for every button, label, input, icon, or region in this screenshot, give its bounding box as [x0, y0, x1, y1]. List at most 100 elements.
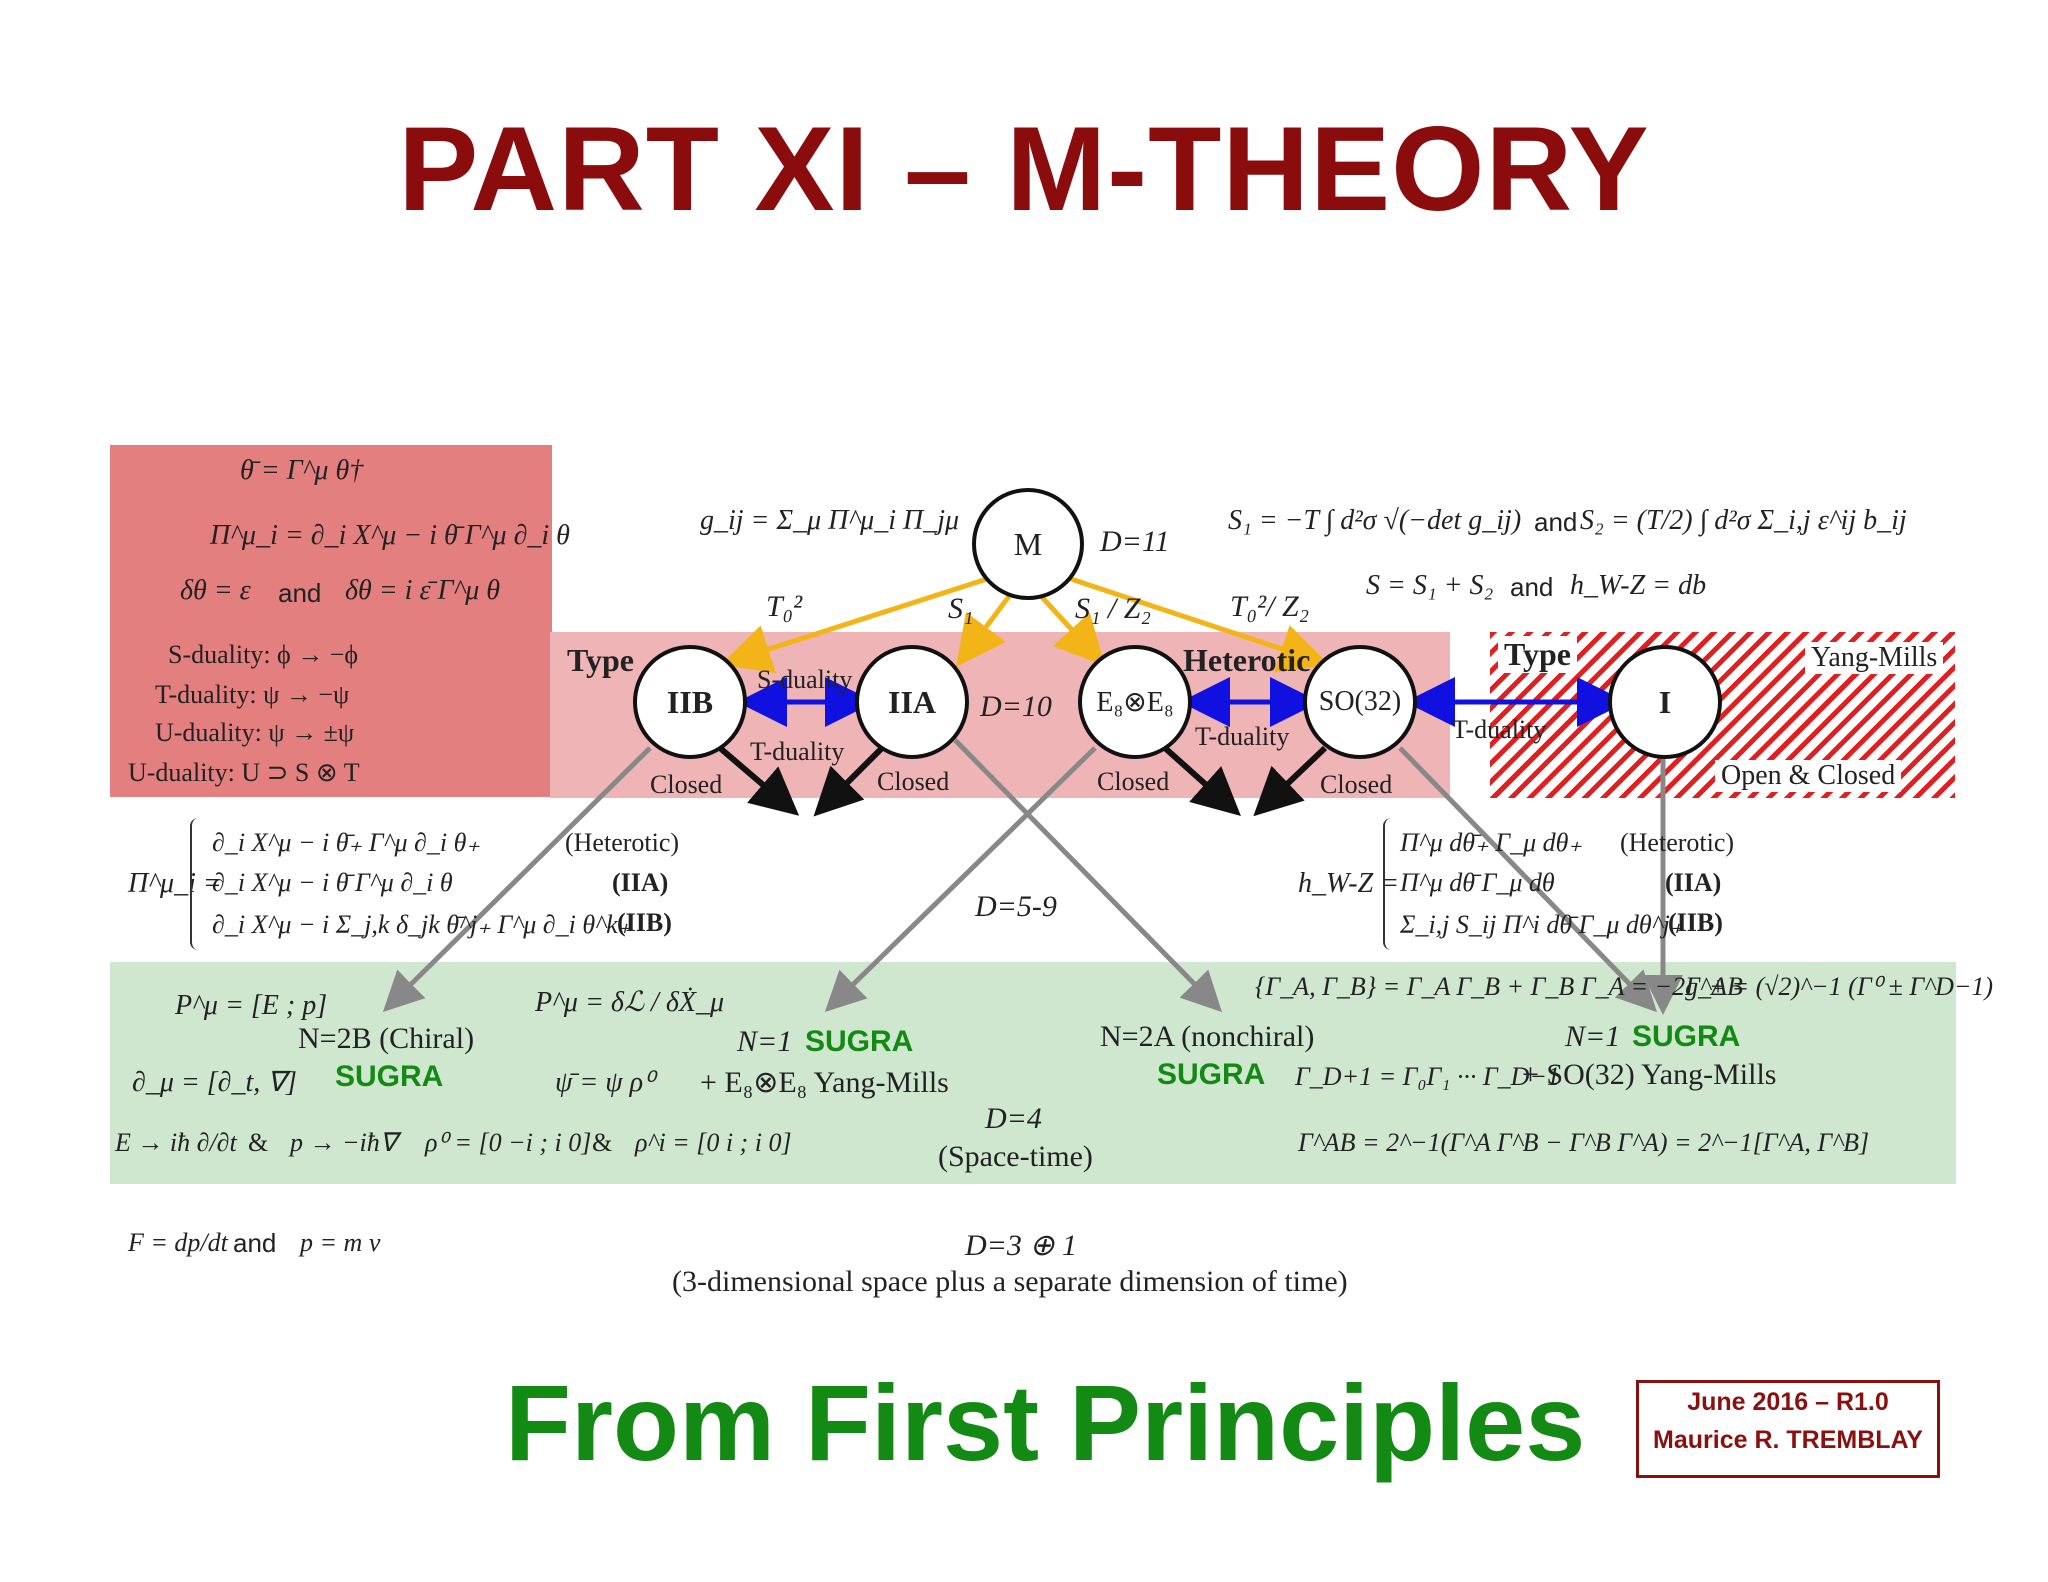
black-arrow-e8 [1162, 745, 1241, 817]
canonical-momentum-eq: P^μ = δℒ / δẊ_μ [535, 987, 724, 1018]
n2b-label: N=2B (Chiral) [298, 1022, 475, 1055]
u-duality-rule: U-duality: ψ → ±ψ [155, 718, 355, 747]
sugra-label-e8: SUGRA [805, 1025, 914, 1058]
black-arrow-iib [718, 745, 800, 816]
stamp-date: June 2016 – R1.0 [1687, 1388, 1889, 1416]
type-right-label: Type [1498, 636, 1577, 673]
closed-label-iib: Closed [650, 770, 723, 799]
s2-action-eq: S₂ = (T/2) ∫ d²σ Σ_i,j ε^ij b_ij [1580, 505, 1907, 536]
d4-label: D=4 [985, 1102, 1042, 1135]
node-iib: IIB [633, 645, 747, 759]
t-duality-label-heterotic: T-duality [1195, 722, 1290, 751]
black-arrow-iia [813, 745, 885, 817]
pi-tag-heterotic: (Heterotic) [565, 828, 680, 857]
pi-cases-brace [190, 818, 202, 950]
version-stamp: June 2016 – R1.0 Maurice R. TREMBLAY [1636, 1380, 1940, 1478]
yellow-arrow-m-e8 [1038, 593, 1106, 667]
gray-arrow-iia-n2a [953, 738, 1223, 1013]
heterotic-label: Heterotic [1183, 642, 1311, 678]
delta-theta-eq: δθ = ε [180, 575, 251, 606]
and-text: and [1510, 572, 1554, 602]
pi-case-iia: ∂_i X^μ − i θ̄ Γ^μ ∂_i θ [212, 868, 453, 897]
hwz-case-iib: Σ_i,j S_ij Π^i dθ̄ Γ_μ dθ^j₊ [1400, 910, 1684, 939]
four-momentum-eq: P^μ = [E ; p] [175, 990, 328, 1021]
d10-label: D=10 [980, 690, 1052, 723]
rhoi-matrix-eq: ρ^i = [0 i ; i 0] [635, 1128, 792, 1157]
ampersand-2: & [592, 1128, 613, 1157]
hwz-case-iia: Π^μ dθ̄ Γ_μ dθ [1400, 868, 1555, 897]
so32-yang-mills-label: + SO(32) Yang-Mills [1522, 1058, 1777, 1091]
t-duality-label-so32-i: T-duality [1452, 715, 1547, 744]
momentum-operator-eq: p → −iħ∇ [290, 1128, 398, 1157]
n1-label-so32: N=1 [1565, 1020, 1621, 1053]
total-action-eq: S = S₁ + S₂ [1366, 570, 1494, 601]
delta-theta-susy-eq: δθ = i ε̄ Γ^μ θ [345, 575, 501, 606]
t-duality-label-iib-iia: T-duality [750, 737, 845, 766]
gamma-d1-eq: Γ_D+1 = Γ₀Γ₁ ··· Γ_D−1 [1295, 1062, 1560, 1091]
and-text: and [233, 1228, 277, 1258]
force-eq: F = dp/dt [128, 1228, 228, 1257]
black-arrow-so32 [1253, 745, 1328, 817]
d3-plus-1-label: D=3 ⊕ 1 [965, 1229, 1078, 1262]
t0-squared-label: T₀² [766, 590, 803, 623]
sugra-label-n2b: SUGRA [335, 1060, 444, 1093]
closed-label-e8: Closed [1097, 767, 1170, 796]
hwz-case-heterotic: Π^μ dθ̄₊ Γ_μ dθ₊ [1400, 828, 1583, 857]
open-closed-label: Open & Closed [1715, 760, 1902, 792]
ampersand-1: & [248, 1128, 269, 1157]
and-text: and [278, 578, 322, 608]
node-e8e8: E₈⊗E₈ [1078, 645, 1192, 759]
gray-arrow-e8-n1 [824, 746, 1097, 1012]
yellow-arrow-m-iib [720, 575, 991, 674]
metric-eq: g_ij = Σ_μ Π^μ_i Π_jμ [700, 505, 960, 536]
pi-tag-iia: (IIA) [612, 868, 669, 897]
s1-z2-label: S₁ / Z₂ [1075, 592, 1151, 625]
sugra-label-so32: SUGRA [1632, 1020, 1741, 1053]
yellow-arrow-m-iia [956, 593, 1012, 667]
rho0-matrix-eq: ρ⁰ = [0 −i ; i 0] [425, 1128, 592, 1157]
red-equation-box [110, 445, 552, 797]
energy-operator-eq: E → iħ ∂/∂t [115, 1128, 237, 1157]
s-duality-label: S-duality [757, 665, 853, 694]
node-i: I [1608, 645, 1722, 759]
t-duality-rule: T-duality: ψ → −ψ [155, 680, 350, 709]
u-duality-decomposition: U-duality: U ⊃ S ⊗ T [128, 758, 360, 787]
stamp-author: Maurice R. TREMBLAY [1653, 1426, 1923, 1454]
gray-arrow-iib-n2b [382, 746, 652, 1013]
yellow-arrow-m-so32 [1067, 575, 1330, 673]
theta-bar-eq: θ̄ = Γ^μ θ† [240, 455, 364, 486]
type-left-label: Type [567, 642, 634, 678]
pi-tag-iib: (IIB) [617, 908, 672, 937]
spacetime-label: (Space-time) [938, 1140, 1093, 1173]
d5-9-label: D=5-9 [975, 890, 1057, 923]
pi-case-heterotic: ∂_i X^μ − i θ̄₊ Γ^μ ∂_i θ₊ [212, 828, 481, 857]
d3-plus-1-description: (3-dimensional space plus a separate dim… [672, 1265, 1348, 1298]
momentum-eq: p = m v [300, 1228, 381, 1257]
hwz-cases-label: h_W-Z = [1298, 868, 1400, 899]
closed-label-so32: Closed [1320, 770, 1393, 799]
pi-case-iib: ∂_i X^μ − i Σ_j,k δ_jk θ̄^j₊ Γ^μ ∂_i θ^k… [212, 910, 632, 939]
pi-eq: Π^μ_i = ∂_i X^μ − i θ̄ Γ^μ ∂_i θ [210, 520, 570, 551]
sugra-label-n2a: SUGRA [1157, 1058, 1266, 1091]
four-gradient-eq: ∂_μ = [∂_t, ∇] [132, 1067, 297, 1098]
hwz-tag-iib: (IIB) [1668, 908, 1723, 937]
s-duality-rule: S-duality: ϕ → −ϕ [168, 640, 359, 669]
node-iia: IIA [855, 645, 969, 759]
e8-yang-mills-label: + E₈⊗E₈ Yang-Mills [700, 1066, 949, 1099]
d11-label: D=11 [1100, 525, 1170, 558]
clifford-anticommutator-eq: {Γ_A, Γ_B} = Γ_A Γ_B + Γ_B Γ_A = −2g_AB [1255, 972, 1743, 1001]
n1-label-e8: N=1 [737, 1025, 793, 1058]
and-text: and [1534, 507, 1578, 537]
wess-zumino-eq: h_W-Z = db [1570, 570, 1707, 601]
closed-label-iia: Closed [877, 767, 950, 796]
gamma-pm-eq: Γ^± = (√2)^−1 (Γ⁰ ± Γ^D−1) [1685, 972, 1994, 1001]
gray-arrow-so32-n1 [1398, 746, 1657, 1013]
dirac-adjoint-eq: ψ̄ = ψ ρ⁰ [555, 1067, 655, 1098]
node-m: M [972, 488, 1084, 600]
t0-squared-z2-label: T₀²/ Z₂ [1230, 590, 1310, 623]
s1-label: S₁ [948, 592, 974, 625]
hwz-cases-brace [1383, 818, 1395, 950]
s1-action-eq: S₁ = −T ∫ d²σ √(−det g_ij) [1228, 505, 1522, 536]
hwz-tag-heterotic: (Heterotic) [1620, 828, 1735, 857]
